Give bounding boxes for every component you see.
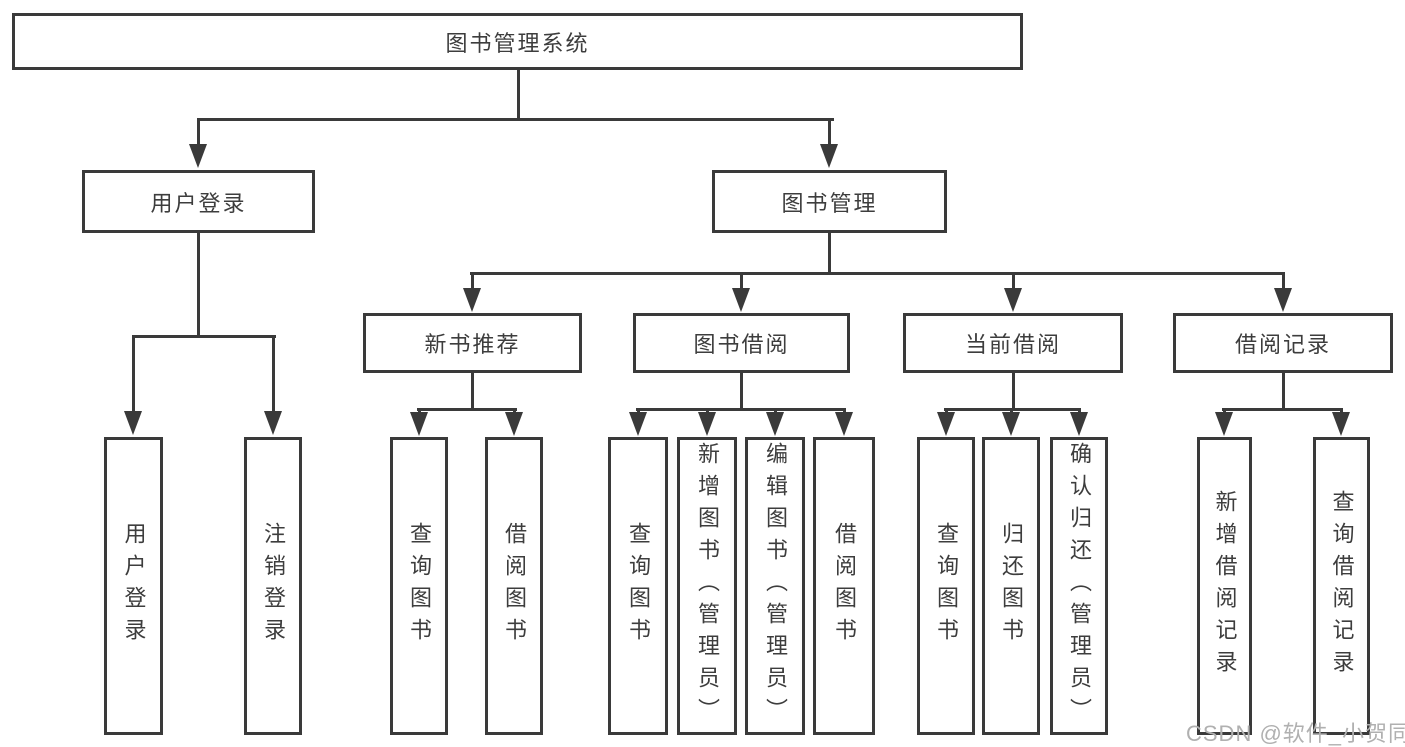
connector-line xyxy=(828,233,831,272)
leaf-add-books-admin: 新增图书（管理员） xyxy=(677,437,737,735)
arrowhead-down-icon xyxy=(124,411,142,435)
arrowhead-down-icon xyxy=(1002,412,1020,436)
node-label: 图书管理系统 xyxy=(445,30,590,56)
connector-line xyxy=(471,373,474,408)
leaf-confirm-return-admin: 确认归还（管理员） xyxy=(1050,437,1108,735)
connector-line xyxy=(132,335,135,411)
connector-line xyxy=(1282,373,1285,408)
node-label: 新增图书（管理员） xyxy=(695,442,720,730)
node-label: 查询图书 xyxy=(934,522,959,650)
leaf-edit-books-admin: 编辑图书（管理员） xyxy=(745,437,805,735)
leaf-query-books-recommend: 查询图书 xyxy=(390,437,448,735)
node-user-login: 用户登录 xyxy=(82,170,315,233)
connector-line xyxy=(470,272,1285,275)
node-label: 编辑图书（管理员） xyxy=(763,442,788,730)
connector-line xyxy=(197,233,200,335)
arrowhead-down-icon xyxy=(937,412,955,436)
connector-line xyxy=(471,272,474,290)
node-label: 新书推荐 xyxy=(424,332,521,357)
arrowhead-down-icon xyxy=(264,411,282,435)
leaf-return-books: 归还图书 xyxy=(982,437,1040,735)
node-label: 查询借阅记录 xyxy=(1329,490,1355,682)
node-current-borrowing: 当前借阅 xyxy=(903,313,1123,373)
node-label: 查询图书 xyxy=(407,522,432,650)
node-new-book-recommend: 新书推荐 xyxy=(363,313,582,373)
node-label: 当前借阅 xyxy=(964,332,1061,357)
node-label: 借阅图书 xyxy=(832,522,857,650)
connector-line xyxy=(517,70,520,118)
node-label: 确认归还（管理员） xyxy=(1067,442,1092,730)
arrowhead-down-icon xyxy=(505,412,523,436)
arrowhead-down-icon xyxy=(1215,412,1233,436)
node-book-management: 图书管理 xyxy=(712,170,947,233)
arrowhead-down-icon xyxy=(698,412,716,436)
leaf-query-books-borrowing: 查询图书 xyxy=(608,437,668,735)
node-root-library-system: 图书管理系统 xyxy=(12,13,1023,70)
connector-line xyxy=(1282,272,1285,290)
leaf-query-borrow-record: 查询借阅记录 xyxy=(1313,437,1370,735)
node-label: 用户登录 xyxy=(121,522,147,650)
arrowhead-down-icon xyxy=(1004,288,1022,312)
connector-line xyxy=(132,335,276,338)
connector-line xyxy=(417,408,517,411)
node-borrowing-records: 借阅记录 xyxy=(1173,313,1393,373)
node-book-borrowing: 图书借阅 xyxy=(633,313,850,373)
arrowhead-down-icon xyxy=(629,412,647,436)
connector-line xyxy=(740,373,743,408)
node-label: 借阅图书 xyxy=(502,522,527,650)
arrowhead-down-icon xyxy=(410,412,428,436)
connector-line xyxy=(272,335,275,411)
arrowhead-down-icon xyxy=(835,412,853,436)
leaf-borrow-books-recommend: 借阅图书 xyxy=(485,437,543,735)
leaf-query-books-current: 查询图书 xyxy=(917,437,975,735)
arrowhead-down-icon xyxy=(820,144,838,168)
connector-line xyxy=(740,272,743,290)
arrowhead-down-icon xyxy=(1274,288,1292,312)
leaf-add-borrow-record: 新增借阅记录 xyxy=(1197,437,1252,735)
arrowhead-down-icon xyxy=(1070,412,1088,436)
connector-line xyxy=(197,118,834,121)
node-label: 借阅记录 xyxy=(1234,332,1331,357)
connector-line xyxy=(197,118,200,144)
connector-line xyxy=(636,408,846,411)
leaf-user-login: 用户登录 xyxy=(104,437,163,735)
node-label: 图书管理 xyxy=(781,190,878,216)
arrowhead-down-icon xyxy=(189,144,207,168)
node-label: 查询图书 xyxy=(626,522,651,650)
node-label: 注销登录 xyxy=(261,522,286,650)
csdn-watermark: CSDN @软件_小贺同学 xyxy=(1186,721,1405,746)
leaf-logout: 注销登录 xyxy=(244,437,302,735)
connector-line xyxy=(1012,373,1015,408)
arrowhead-down-icon xyxy=(766,412,784,436)
node-label: 用户登录 xyxy=(150,190,247,216)
connector-line xyxy=(1222,408,1343,411)
node-label: 图书借阅 xyxy=(693,332,790,357)
connector-line xyxy=(828,118,831,144)
node-label: 归还图书 xyxy=(999,522,1024,650)
arrowhead-down-icon xyxy=(1332,412,1350,436)
node-label: 新增借阅记录 xyxy=(1212,490,1238,682)
arrowhead-down-icon xyxy=(463,288,481,312)
leaf-borrow-books: 借阅图书 xyxy=(813,437,875,735)
connector-line xyxy=(1012,272,1015,290)
arrowhead-down-icon xyxy=(732,288,750,312)
